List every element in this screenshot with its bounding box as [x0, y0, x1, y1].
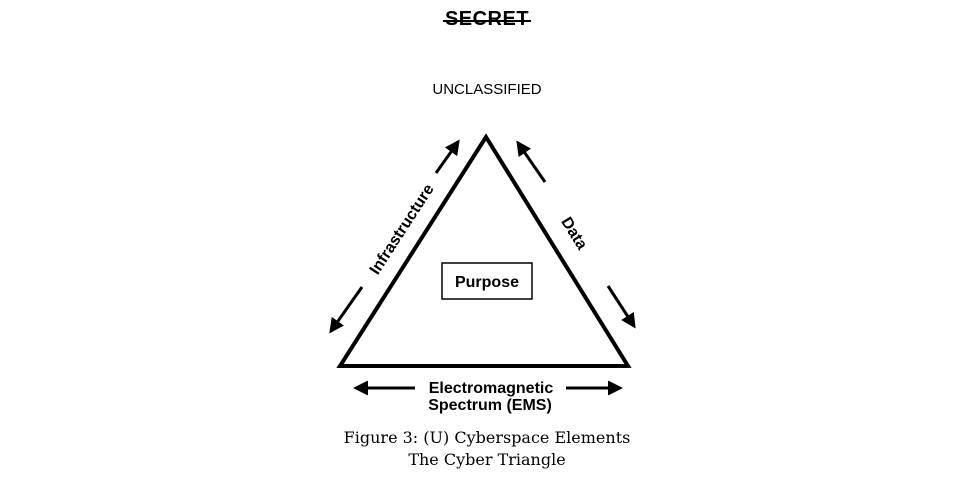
- purpose-label: Purpose: [455, 274, 519, 291]
- classification-text-secret: SECRET: [442, 8, 532, 30]
- cyber-triangle: [336, 133, 632, 368]
- data-arrow-up: [516, 140, 547, 183]
- infrastructure-arrow-up: [434, 139, 460, 174]
- infrastructure-arrow-down: [329, 286, 364, 334]
- classification-marking-top: SECRET: [0, 8, 974, 31]
- ems-label-line2: Spectrum (EMS): [428, 397, 552, 414]
- portion-marking-unclassified: UNCLASSIFIED: [432, 81, 542, 98]
- purpose-box: [441, 262, 533, 300]
- figure-caption-subtitle: The Cyber Triangle: [408, 450, 566, 469]
- ems-label-line1: Electromagnetic: [429, 380, 554, 397]
- data-label: Data: [557, 214, 590, 253]
- data-arrow-down: [606, 285, 636, 329]
- figure-caption-title: Figure 3: (U) Cyberspace Elements: [343, 428, 631, 447]
